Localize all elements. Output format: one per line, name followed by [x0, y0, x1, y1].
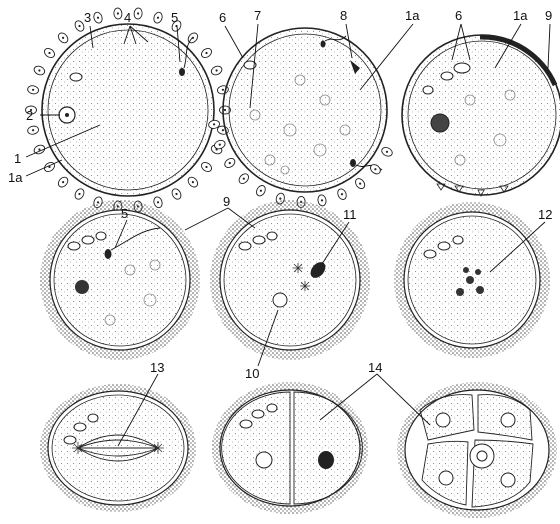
label-9-b: 9 [223, 194, 230, 209]
follicle-cell-nucleus [62, 181, 64, 183]
polar-body [70, 73, 82, 81]
follicle-cell-nucleus [386, 151, 388, 153]
label-6-b: 6 [455, 8, 462, 23]
follicle-cell-nucleus [341, 193, 343, 195]
label-13: 13 [150, 360, 164, 375]
nucleus-c [431, 114, 449, 132]
follicle-cell-nucleus [62, 37, 64, 39]
label-1: 1 [14, 151, 21, 166]
panel-four-cell-stage [397, 382, 557, 518]
label-6: 6 [219, 10, 226, 25]
pronucleus-female [273, 293, 287, 307]
label-1a-c: 1a [513, 8, 528, 23]
follicle-cell-nucleus [219, 144, 221, 146]
label-1a: 1a [8, 170, 23, 185]
label-2: 2 [26, 108, 33, 123]
follicle-cell-nucleus [32, 89, 34, 91]
follicle-cell-nucleus [78, 193, 80, 195]
label-9: 9 [545, 8, 552, 23]
panel-pronuclei-fusion [394, 202, 550, 358]
follicle-cell-nucleus [279, 198, 281, 200]
label-4: 4 [124, 10, 131, 25]
label-1a-b: 1a [405, 8, 420, 23]
follicle-cell-nucleus [229, 162, 231, 164]
follicle-cell-nucleus [175, 193, 177, 195]
follicle-cell-nucleus [117, 12, 119, 14]
follicle-cell-nucleus [243, 178, 245, 180]
follicle-cell-nucleus [205, 52, 207, 54]
follicle-cell-nucleus [97, 17, 99, 19]
follicle-cell-nucleus [78, 25, 80, 27]
panel-two-cell-stage [212, 382, 368, 514]
panel-fertilized-egg-1 [40, 200, 200, 360]
follicle-cell-nucleus [321, 199, 323, 201]
panel-mitotic-spindle [40, 384, 196, 512]
follicle-cell-nucleus [213, 123, 215, 125]
panel-sperm-penetration [208, 28, 394, 208]
panel-fertilized-egg-2 [210, 200, 370, 360]
follicle-cell-nucleus [157, 201, 159, 203]
label-3: 3 [84, 10, 91, 25]
follicle-cell-nucleus [260, 190, 262, 192]
follicle-cell-nucleus [374, 168, 376, 170]
nucleolus [65, 113, 69, 117]
egg-outer [223, 28, 387, 192]
label-11: 11 [343, 207, 357, 222]
follicle-cell-nucleus [137, 12, 139, 14]
label-5: 5 [171, 10, 178, 25]
follicle-cell-nucleus [48, 52, 50, 54]
follicle-cell-nucleus [38, 69, 40, 71]
label-5-b: 5 [121, 206, 128, 221]
follicle-cell-nucleus [38, 148, 40, 150]
follicle-cell-nucleus [192, 37, 194, 39]
follicle-cell-nucleus [192, 181, 194, 183]
label-10: 10 [245, 366, 259, 381]
panel-egg-corona-radiata [26, 8, 231, 213]
follicle-cell-nucleus [222, 89, 224, 91]
follicle-cell-nucleus [205, 166, 207, 168]
sperm-head [105, 249, 112, 259]
follicle-cell-nucleus [32, 129, 34, 131]
panel-zona-reaction [402, 35, 560, 196]
label-12: 12 [538, 207, 552, 222]
follicle-cell-nucleus [157, 17, 159, 19]
label-8: 8 [340, 8, 347, 23]
follicle-cell-nucleus [359, 183, 361, 185]
follicle-cell-nucleus [216, 69, 218, 71]
label-7: 7 [254, 8, 261, 23]
female-pronucleus [75, 280, 89, 294]
follicle-cell-nucleus [222, 129, 224, 131]
label-14: 14 [368, 360, 382, 375]
